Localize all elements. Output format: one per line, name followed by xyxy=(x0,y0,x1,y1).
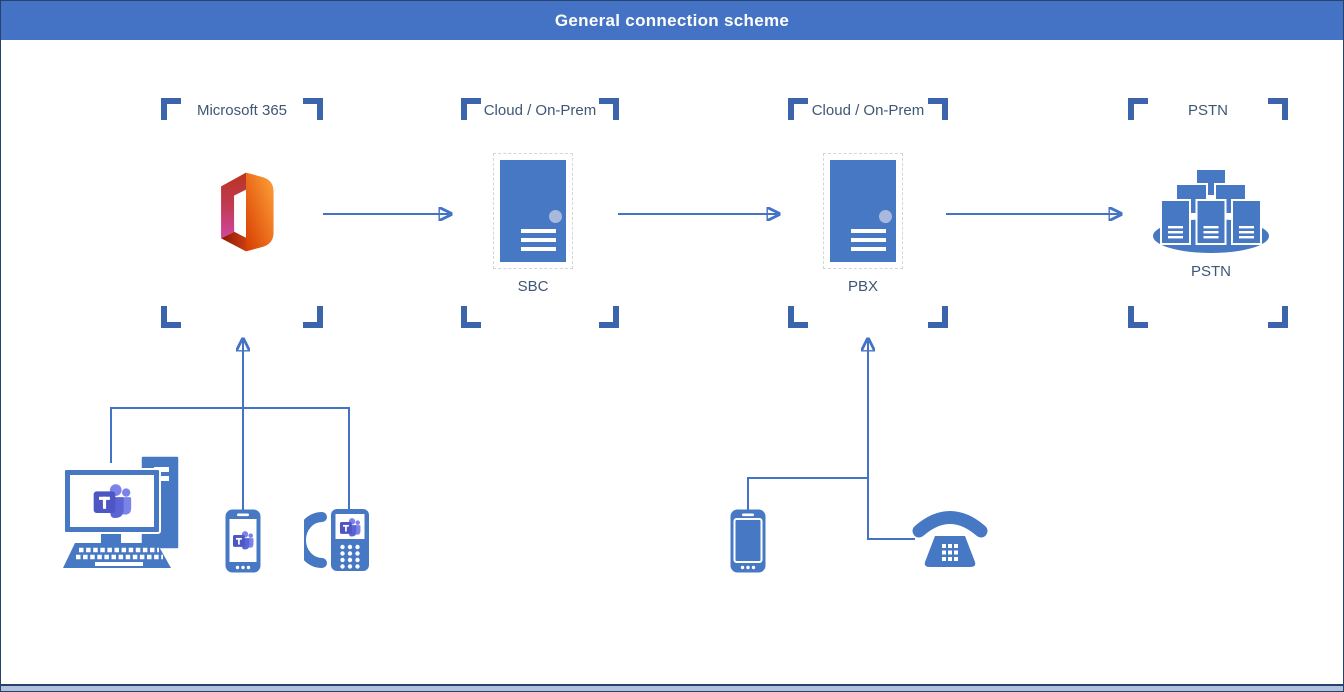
zone-cloud-onprem-sbc: Cloud / On-Prem xyxy=(461,98,619,328)
bracket-corner-icon xyxy=(461,306,481,328)
pstn-server-cluster-icon xyxy=(1153,168,1269,253)
server-led xyxy=(549,210,562,223)
desktop-computer-teams-icon xyxy=(63,455,180,568)
zone-label: Cloud / On-Prem xyxy=(483,102,597,119)
mobile-phone-teams-icon xyxy=(225,509,261,573)
sbc-label: SBC xyxy=(517,278,549,295)
mobile-phone-icon xyxy=(730,509,766,573)
zone-microsoft-365: Microsoft 365 xyxy=(161,98,323,328)
bracket-corner-icon xyxy=(788,306,808,328)
zone-pstn: PSTN xyxy=(1128,98,1288,328)
bracket-corner-icon xyxy=(928,98,948,120)
bracket-corner-icon xyxy=(1268,98,1288,120)
bracket-corner-icon xyxy=(303,98,323,120)
bracket-corner-icon xyxy=(599,98,619,120)
diagram-title-bar: General connection scheme xyxy=(1,1,1343,40)
bracket-corner-icon xyxy=(599,306,619,328)
zone-label: PSTN xyxy=(1187,102,1228,119)
bracket-corner-icon xyxy=(161,306,181,328)
bracket-corner-icon xyxy=(1268,306,1288,328)
analog-telephone-icon xyxy=(912,511,988,567)
diagram-title: General connection scheme xyxy=(554,10,790,30)
bracket-corner-icon xyxy=(928,306,948,328)
pbx-server-icon xyxy=(823,153,903,269)
bottom-edge-strip xyxy=(1,684,1343,691)
zone-label: Microsoft 365 xyxy=(196,102,288,119)
bracket-corner-icon xyxy=(1128,306,1148,328)
bracket-corner-icon xyxy=(461,98,481,120)
pbx-label: PBX xyxy=(847,278,878,295)
bracket-corner-icon xyxy=(788,98,808,120)
zone-label: Cloud / On-Prem xyxy=(811,102,925,119)
pstn-label: PSTN xyxy=(1190,263,1231,280)
bracket-corner-icon xyxy=(1128,98,1148,120)
bracket-corner-icon xyxy=(161,98,181,120)
zone-cloud-onprem-pbx: Cloud / On-Prem xyxy=(788,98,948,328)
server-tower xyxy=(830,160,896,262)
office-365-logo-icon xyxy=(221,172,274,252)
sbc-server-icon xyxy=(493,153,573,269)
server-tower xyxy=(500,160,566,262)
desk-phone-teams-icon xyxy=(304,509,369,571)
server-led xyxy=(879,210,892,223)
bracket-corner-icon xyxy=(303,306,323,328)
